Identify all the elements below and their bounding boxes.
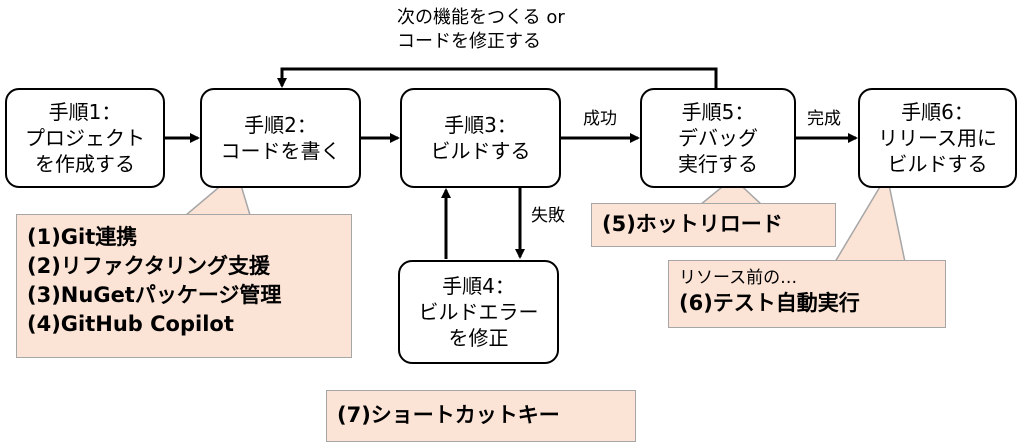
step5-line-1: 手順5： [681, 100, 755, 124]
test-label: (6)テスト自動実行 [679, 291, 860, 315]
step1-line-2: プロジェクト [25, 126, 145, 150]
step2-line-2: コードを書く [220, 139, 341, 163]
tool-copilot: (4)GitHub Copilot [27, 312, 234, 336]
step2-box: 手順2： コードを書く [200, 88, 361, 188]
step6-line-2: リリース用に [878, 126, 997, 150]
step4-line-3: を修正 [448, 326, 509, 350]
step5-box: 手順5： デバッグ 実行する [640, 88, 796, 188]
callout-shortcut: (7)ショートカットキー [326, 390, 636, 442]
step3-box: 手順3： ビルドする [400, 88, 561, 188]
step6-box: 手順6： リリース用に ビルドする [858, 88, 1017, 188]
step3-line-1: 手順3： [444, 113, 517, 137]
step1-line-1: 手順1： [48, 100, 122, 124]
tool-git: (1)Git連携 [27, 225, 138, 249]
step5-line-2: デバッグ [678, 126, 758, 150]
tool-nuget: (3)NuGetパッケージ管理 [27, 283, 282, 307]
complete-label: 完成 [807, 109, 841, 129]
callout-test: リソース前の… (6)テスト自動実行 [668, 260, 946, 328]
hot-reload-label: (5)ホットリロード [602, 212, 783, 236]
tool-refactoring: (2)リファクタリング支援 [27, 254, 270, 278]
arrow-loop-step5-to-step2 [277, 67, 718, 88]
step4-box: 手順4： ビルドエラー を修正 [398, 260, 559, 364]
shortcut-label: (7)ショートカットキー [337, 403, 560, 427]
step1-box: 手順1： プロジェクト を作成する [5, 88, 165, 188]
failure-label: 失敗 [531, 206, 565, 226]
loop-label-line-2: コードを修正する [397, 31, 541, 52]
step3-line-2: ビルドする [430, 139, 531, 163]
callout-test-tail [833, 172, 906, 263]
step2-line-1: 手順2： [244, 113, 317, 137]
test-note: リソース前の… [679, 268, 798, 288]
step6-line-1: 手順6： [901, 100, 974, 124]
callout-tools: (1)Git連携 (2)リファクタリング支援 (3)NuGetパッケージ管理 (… [16, 214, 352, 358]
step4-line-2: ビルドエラー [418, 300, 539, 324]
success-label: 成功 [583, 109, 617, 129]
step5-line-3: 実行する [678, 152, 758, 176]
loop-label: 次の機能をつくる or コードを修正する [397, 6, 565, 54]
step6-line-3: ビルドする [887, 152, 988, 176]
loop-label-line-1: 次の機能をつくる or [397, 7, 565, 28]
step4-line-1: 手順4： [442, 274, 515, 298]
callout-hot-reload: (5)ホットリロード [591, 203, 836, 247]
step1-line-3: を作成する [35, 152, 135, 176]
